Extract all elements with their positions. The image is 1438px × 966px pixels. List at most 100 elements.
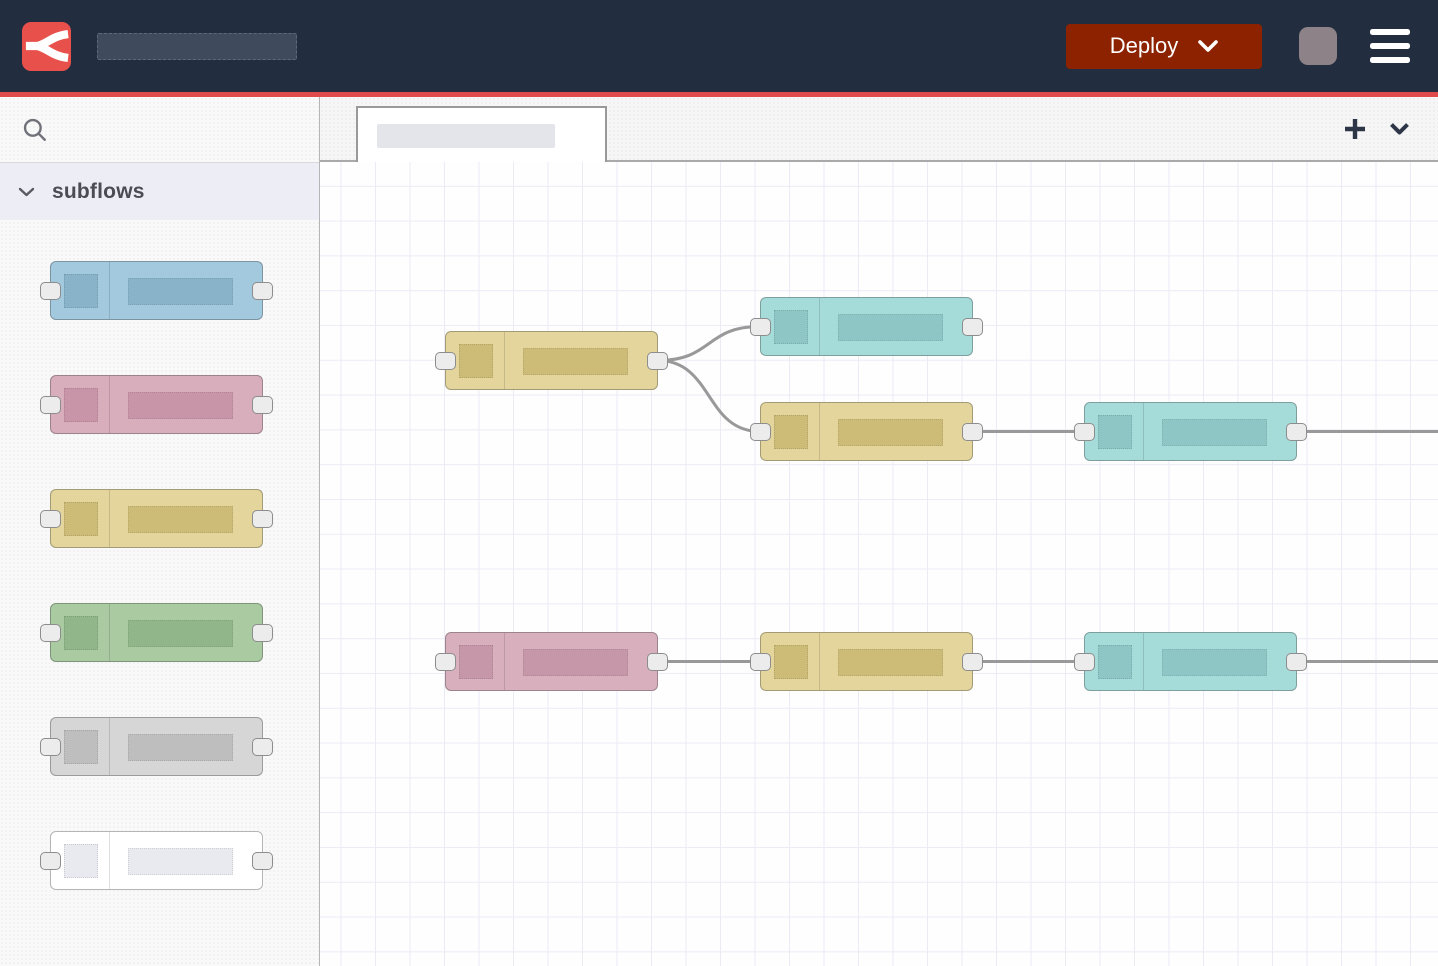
node-icon-region [446, 332, 505, 389]
flow-canvas[interactable] [320, 162, 1438, 966]
flow-node-yellow[interactable] [750, 632, 983, 691]
main-content: subflows [0, 97, 1438, 966]
node-output-port[interactable] [1286, 653, 1307, 671]
node-output-port[interactable] [647, 653, 668, 671]
node-icon-region [51, 490, 110, 547]
node-output-port[interactable] [647, 352, 668, 370]
node-icon-skeleton [64, 388, 98, 422]
node-label-skeleton [523, 649, 628, 676]
flow-node-pink[interactable] [435, 632, 668, 691]
node-icon-skeleton [1098, 645, 1132, 679]
palette-node-green[interactable] [40, 603, 273, 662]
wire[interactable] [657, 325, 761, 362]
flow-tab-bar [320, 97, 1438, 162]
header-actions: Deploy [1066, 0, 1438, 92]
node-icon-region [51, 718, 110, 775]
palette-list [0, 220, 319, 890]
node-label-skeleton [1162, 649, 1267, 676]
node-label-skeleton [128, 392, 233, 419]
palette-node-yellow[interactable] [40, 489, 273, 548]
palette-node-blue[interactable] [40, 261, 273, 320]
node-red-logo[interactable] [22, 21, 71, 71]
logo-branch-icon [25, 29, 69, 63]
node-icon-skeleton [1098, 415, 1132, 449]
deploy-label: Deploy [1109, 33, 1179, 58]
node-input-port[interactable] [40, 852, 61, 870]
palette-search[interactable] [0, 97, 319, 163]
node-input-port[interactable] [40, 282, 61, 300]
node-input-port[interactable] [40, 738, 61, 756]
node-output-port[interactable] [252, 738, 273, 756]
node-output-port[interactable] [962, 653, 983, 671]
node-output-port[interactable] [252, 510, 273, 528]
palette-sidebar: subflows [0, 97, 320, 966]
flow-node-yellow[interactable] [435, 331, 668, 390]
tab-list-button[interactable] [1389, 122, 1410, 135]
node-output-port[interactable] [252, 852, 273, 870]
deploy-button[interactable]: Deploy [1066, 23, 1262, 69]
node-icon-region [761, 633, 820, 690]
hamburger-bar [1370, 29, 1410, 35]
node-icon-skeleton [774, 310, 808, 344]
node-icon-region [1085, 633, 1144, 690]
node-icon-skeleton [64, 274, 98, 308]
user-avatar[interactable] [1299, 27, 1337, 65]
node-icon-region [51, 376, 110, 433]
node-icon-region [1085, 403, 1144, 460]
node-icon-skeleton [774, 415, 808, 449]
node-icon-skeleton [459, 645, 493, 679]
node-input-port[interactable] [750, 423, 771, 441]
add-flow-button[interactable] [1343, 117, 1367, 141]
node-label-skeleton [838, 649, 943, 676]
node-label-skeleton [128, 734, 233, 761]
node-icon-skeleton [64, 730, 98, 764]
flow-node-teal[interactable] [750, 297, 983, 356]
node-output-port[interactable] [252, 282, 273, 300]
node-output-port[interactable] [962, 318, 983, 336]
node-input-port[interactable] [435, 653, 456, 671]
flow-node-teal[interactable] [1074, 402, 1307, 461]
node-icon-skeleton [64, 844, 98, 878]
node-input-port[interactable] [40, 396, 61, 414]
plus-icon [1345, 118, 1365, 139]
node-input-port[interactable] [1074, 423, 1095, 441]
node-output-port[interactable] [962, 423, 983, 441]
workspace [320, 97, 1438, 966]
node-input-port[interactable] [435, 352, 456, 370]
subflows-section-header[interactable]: subflows [0, 163, 319, 220]
tab-bar-actions [1343, 97, 1438, 160]
node-label-skeleton [128, 620, 233, 647]
flow-tab[interactable] [356, 106, 607, 162]
node-icon-region [761, 403, 820, 460]
node-input-port[interactable] [750, 653, 771, 671]
hamburger-menu-button[interactable] [1370, 29, 1410, 63]
node-icon-skeleton [774, 645, 808, 679]
chevron-down-icon [18, 187, 35, 196]
node-input-port[interactable] [40, 510, 61, 528]
node-icon-region [446, 633, 505, 690]
wire[interactable] [657, 359, 761, 433]
chevron-down-icon [1198, 40, 1219, 52]
flow-node-yellow[interactable] [750, 402, 983, 461]
node-input-port[interactable] [1074, 653, 1095, 671]
node-icon-skeleton [459, 344, 493, 378]
node-output-port[interactable] [1286, 423, 1307, 441]
palette-node-white[interactable] [40, 831, 273, 890]
node-icon-skeleton [64, 502, 98, 536]
flow-node-teal[interactable] [1074, 632, 1307, 691]
node-label-skeleton [128, 278, 233, 305]
node-label-skeleton [128, 506, 233, 533]
palette-node-gray[interactable] [40, 717, 273, 776]
hamburger-bar [1370, 43, 1410, 49]
node-icon-region [51, 604, 110, 661]
node-input-port[interactable] [40, 624, 61, 642]
node-label-skeleton [838, 314, 943, 341]
node-icon-skeleton [64, 616, 98, 650]
node-output-port[interactable] [252, 624, 273, 642]
node-icon-region [51, 832, 110, 889]
node-output-port[interactable] [252, 396, 273, 414]
palette-node-pink[interactable] [40, 375, 273, 434]
node-input-port[interactable] [750, 318, 771, 336]
hamburger-bar [1370, 57, 1410, 63]
app-header: Deploy [0, 0, 1438, 92]
